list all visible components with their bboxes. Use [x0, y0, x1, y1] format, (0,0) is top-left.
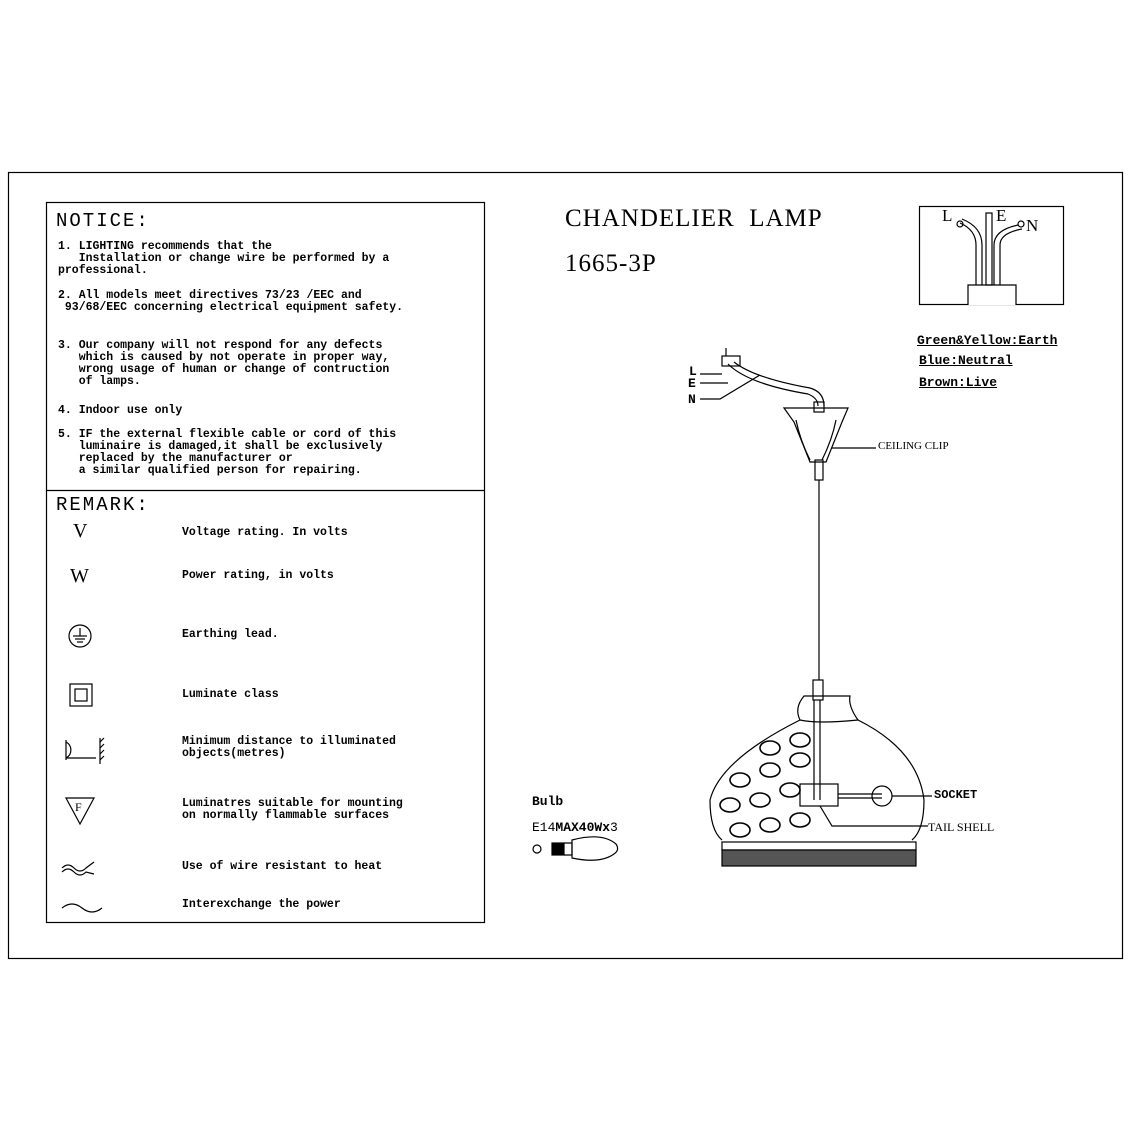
remark-heading: REMARK:	[56, 494, 150, 516]
wire-color-earth: Green&Yellow:Earth	[917, 333, 1058, 348]
remark-text: Interexchange the power	[182, 898, 341, 911]
remark-text: Use of wire resistant to heat	[182, 860, 383, 873]
bulb-label: Bulb	[532, 794, 564, 809]
wire-label-l: L	[689, 364, 697, 379]
bulb-base: E14	[532, 820, 556, 835]
notice-box	[45, 201, 486, 924]
heat-wire-icon	[61, 861, 95, 876]
socket-label: SOCKET	[934, 788, 978, 802]
power-icon: W	[70, 565, 90, 587]
notice-item: 3. Our company will not respond for any …	[58, 339, 390, 388]
wire-color-live: Brown:Live	[919, 375, 998, 390]
bulb-spec: E14MAX40Wx3	[532, 820, 618, 835]
notice-item: 2. All models meet directives 73/23 /EEC…	[58, 289, 404, 314]
distance-icon	[65, 737, 105, 764]
remark-text: Voltage rating. In volts	[182, 526, 348, 539]
model-number: 1665-3P	[565, 250, 657, 277]
earth-icon	[68, 624, 92, 648]
remark-text: Minimum distance to illuminated objects(…	[182, 735, 396, 760]
wave-icon	[61, 903, 103, 913]
notice-item: 4. Indoor use only	[58, 404, 183, 417]
remark-text: Luminate class	[182, 688, 279, 701]
wire-label-n: N	[688, 392, 696, 407]
bulb-max: MAX40Wx	[555, 820, 611, 835]
lamp-shade-drawing	[709, 679, 932, 867]
bulb-drawing	[532, 836, 619, 861]
terminal-label: N	[1026, 216, 1040, 235]
wire-label-e: E	[688, 376, 696, 391]
remark-text: Earthing lead.	[182, 628, 279, 641]
voltage-icon: V	[73, 520, 89, 542]
ceiling-clip-drawing	[700, 348, 876, 680]
wiring-detail	[918, 205, 1065, 306]
remark-text: Power rating, in volts	[182, 569, 334, 582]
tail-shell-label: TAIL SHELL	[928, 820, 995, 834]
wire-color-neutral: Blue:Neutral	[919, 353, 1013, 368]
class-ii-icon	[69, 683, 93, 707]
outer-frame	[7, 171, 1124, 960]
notice-item: 5. IF the external flexible cable or cor…	[58, 428, 397, 477]
remark-text: Luminatres suitable for mounting on norm…	[182, 797, 403, 822]
ceiling-clip-label: CEILING CLIP	[878, 440, 949, 452]
terminal-label: E	[996, 206, 1008, 225]
notice-heading: NOTICE:	[56, 210, 150, 232]
bulb-count: 3	[610, 820, 618, 835]
product-title: CHANDELIER LAMP	[565, 205, 823, 232]
terminal-label: L	[942, 206, 954, 225]
f-mark-icon	[64, 797, 96, 826]
f-mark-symbol: F	[75, 800, 82, 814]
notice-item: 1. LIGHTING recommends that the Installa…	[58, 240, 390, 277]
